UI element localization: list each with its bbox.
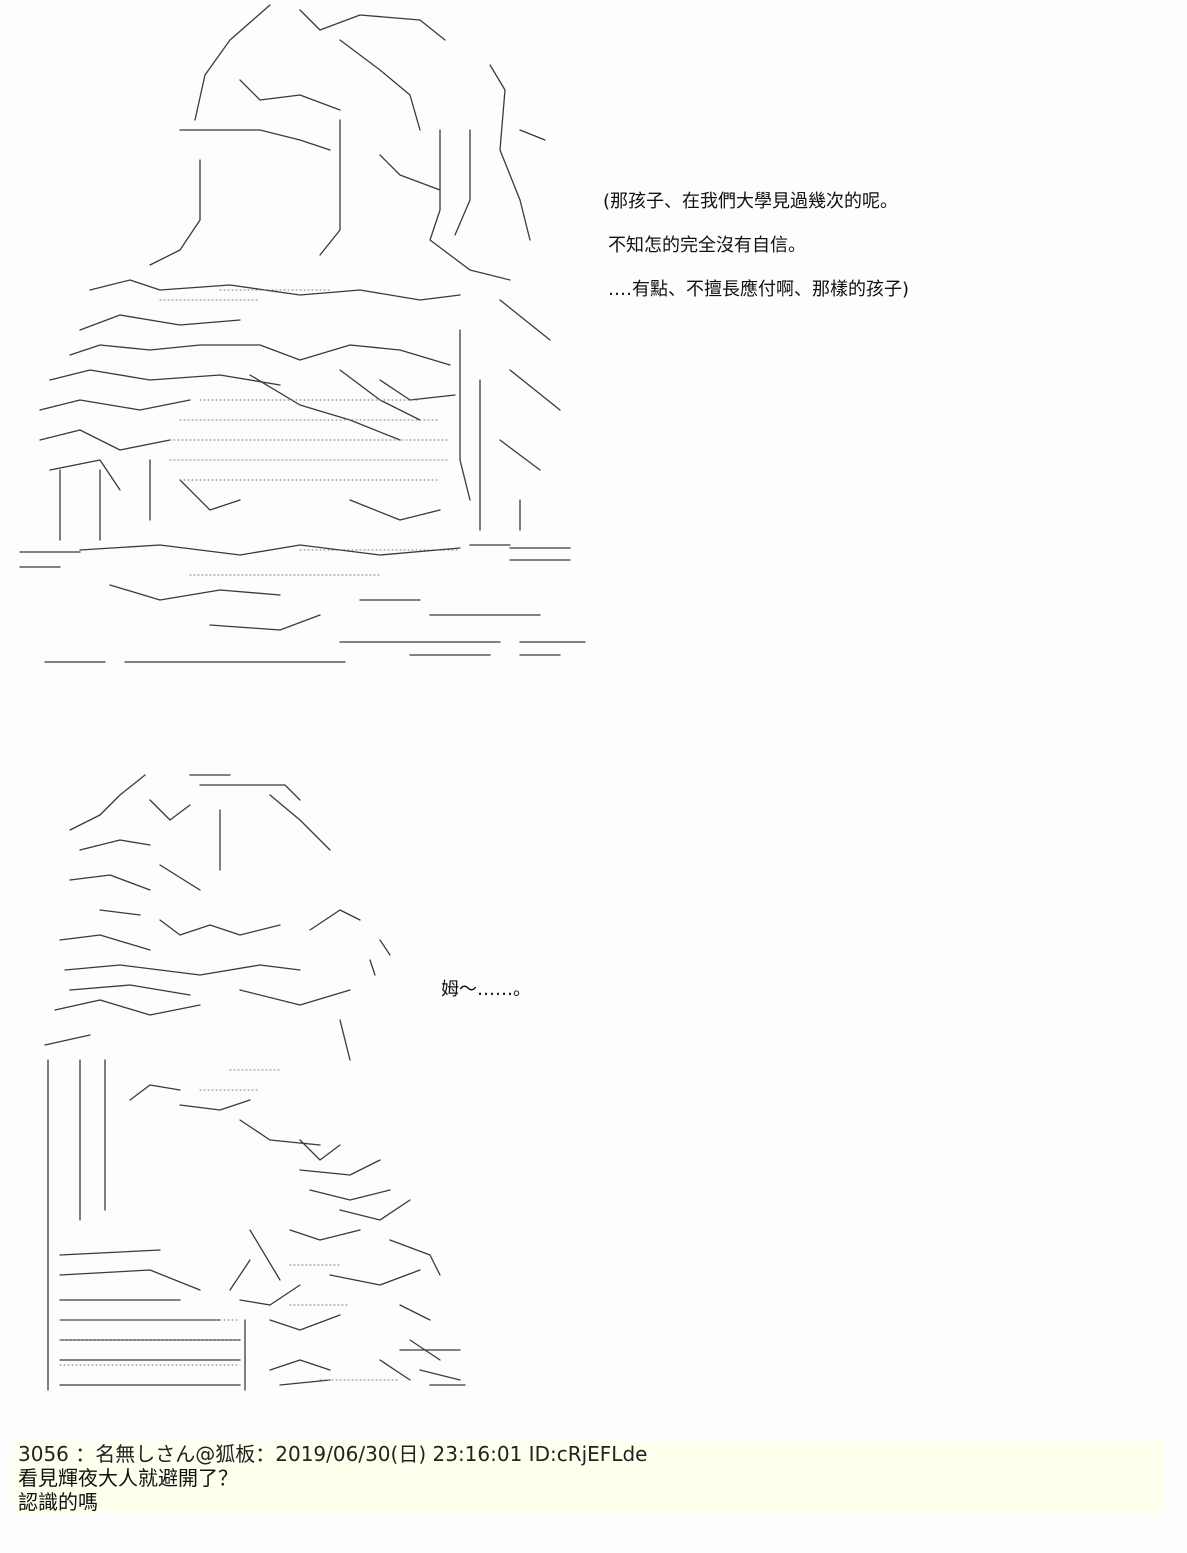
post-block: 3056 ：名無しさん@狐板：2019/06/30(日) 23:16:01 ID… (14, 1442, 1164, 1514)
thought-line-2: 不知怎的完全沒有自信。 (608, 235, 806, 256)
thought-line-1: (那孩子、在我們大學見過幾次的呢。 (603, 191, 899, 212)
post-header: 3056 ：名無しさん@狐板：2019/06/30(日) 23:16:01 ID… (18, 1442, 648, 1466)
thought-line-3: ‥‥有點、不擅長應付啊、那樣的孩子) (608, 279, 910, 300)
ascii-art-figure-bottom (44, 774, 466, 1391)
post-body-line-1: 看見輝夜大人就避開了？ (18, 1466, 238, 1490)
murmur-line: 姆～‥‥‥。 (441, 979, 532, 1000)
ascii-art-figure-top (19, 4, 586, 663)
post-body-line-2: 認識的嗎 (18, 1490, 98, 1514)
